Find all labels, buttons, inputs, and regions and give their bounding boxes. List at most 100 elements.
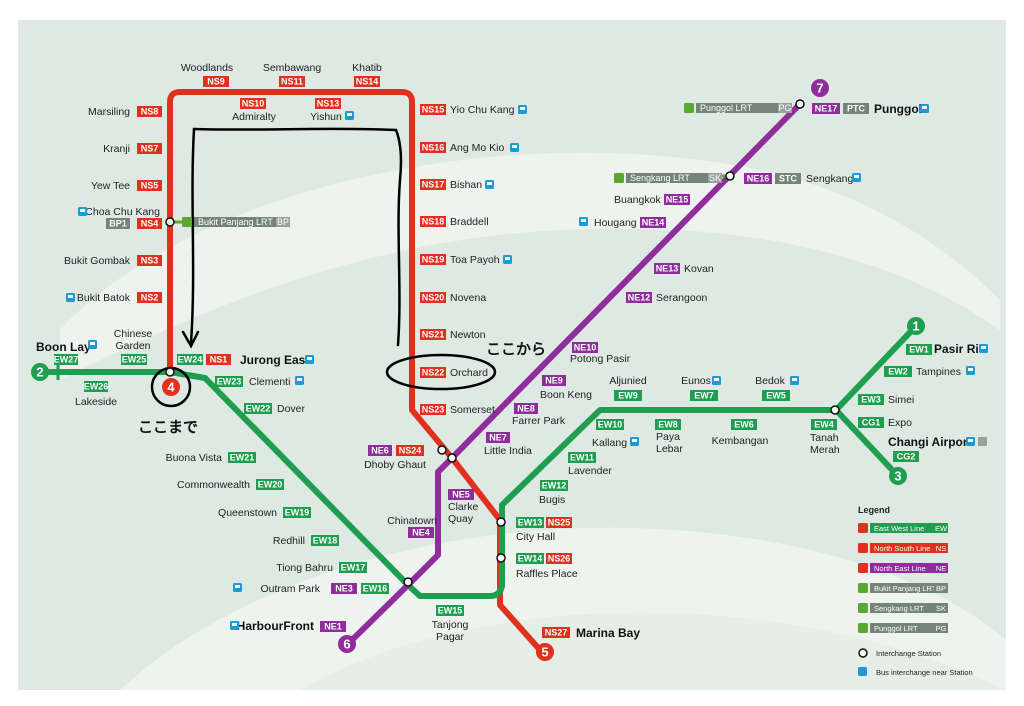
east-west-line-pasir-ris-branch <box>833 323 919 413</box>
station-code-box <box>655 419 681 430</box>
station-code-badge: NE3 <box>331 583 357 594</box>
station-code: EW18 <box>313 536 338 546</box>
station-code-box <box>596 419 624 430</box>
station-code: EW2 <box>888 367 908 377</box>
station-name-clementi: Clementi <box>249 376 290 388</box>
station-code-box <box>762 390 790 401</box>
legend-interchange-label: Interchange Station <box>876 649 941 658</box>
station-code: EW7 <box>694 391 714 401</box>
station-code: NS11 <box>281 77 303 87</box>
changi-airport-branch <box>833 407 899 477</box>
station-name-hougang: Hougang <box>594 217 637 229</box>
station-name-lavender: Lavender <box>568 465 612 477</box>
station-code: PTC <box>847 104 866 114</box>
station-code-badge: NS15 <box>420 104 446 115</box>
bus-interchange-icon <box>345 111 354 120</box>
station-code-box <box>206 354 231 365</box>
station-code-box <box>396 445 424 456</box>
terminal-badge: 4 <box>162 378 180 396</box>
station-code-box <box>420 292 446 303</box>
station-code-box <box>448 489 474 500</box>
station-code-box <box>256 479 284 490</box>
station-code: NS26 <box>548 554 571 564</box>
station-code-badge: EW11 <box>568 452 596 463</box>
station-code: EW5 <box>766 391 786 401</box>
station-code-badge: EW10 <box>596 419 624 430</box>
station-code-badge: NE16 <box>744 173 772 184</box>
interchange-station-marker <box>165 217 175 227</box>
terminal-badge: 7 <box>811 79 829 97</box>
station-name-marsiling: Marsiling <box>88 106 130 118</box>
station-code-badge: NS27 <box>542 627 570 638</box>
station-code: EW19 <box>285 508 310 518</box>
station-code-badge: EW12 <box>540 480 568 491</box>
station-code-box <box>654 263 680 274</box>
station-code-box <box>811 419 837 430</box>
station-code-badge: EW17 <box>339 562 367 573</box>
station-code-box <box>420 142 446 153</box>
station-name-yiochukang: Yio Chu Kang <box>450 104 515 116</box>
terminal-number: 7 <box>816 81 823 96</box>
bus-interchange-icon <box>790 376 799 385</box>
station-code-box <box>137 180 162 191</box>
terminal-number: 5 <box>541 645 548 660</box>
station-code-box <box>311 535 339 546</box>
station-code-box <box>354 76 380 87</box>
station-code-box <box>368 445 392 456</box>
station-code: NE12 <box>628 293 651 303</box>
station-code-badge: CG2 <box>893 451 919 462</box>
station-code-badge: EW26 <box>84 381 108 392</box>
station-code-box <box>420 254 446 265</box>
bus-interchange-icon <box>230 621 239 630</box>
station-code: NS20 <box>422 293 445 303</box>
terminal-number: 3 <box>894 469 901 484</box>
station-code: NS14 <box>356 77 379 87</box>
station-code-box <box>339 562 367 573</box>
station-code: NS23 <box>422 405 445 415</box>
station-code-box <box>516 553 544 564</box>
station-code-box <box>106 218 130 229</box>
lrt-name: Punggol LRT <box>700 103 753 113</box>
station-name-simei: Simei <box>888 394 914 406</box>
legend-bus-label: Bus interchange near Station <box>876 668 973 677</box>
station-name-kranji: Kranji <box>103 143 130 155</box>
bus-interchange-icon <box>852 173 861 182</box>
station-code: EW10 <box>598 420 623 430</box>
station-code-badge: NS3 <box>137 255 162 266</box>
legend-item-label: Bukit Panjang LRT <box>874 584 937 593</box>
station-name-changiairport: Changi Airport <box>888 435 972 449</box>
station-code: EW11 <box>570 453 594 463</box>
station-code: NE10 <box>574 343 597 353</box>
station-code-badge: EW19 <box>283 507 311 518</box>
station-code-badge: EW18 <box>311 535 339 546</box>
terminal-number: 2 <box>36 365 43 380</box>
station-code-box <box>744 173 772 184</box>
station-name-admiralty: Admiralty <box>232 111 277 123</box>
station-code-box <box>843 103 869 114</box>
station-code-box <box>320 621 346 632</box>
station-code-box <box>137 106 162 117</box>
station-code: NS17 <box>422 180 445 190</box>
station-name-tiongbahru: Tiong Bahru <box>276 562 333 574</box>
station-code-badge: NS13 <box>315 98 341 109</box>
station-code-badge: NS22 <box>420 367 446 378</box>
station-code: NS8 <box>141 107 159 117</box>
station-code-badge: NS18 <box>420 216 446 227</box>
station-code: EW25 <box>122 355 147 365</box>
station-code-badge: EW25 <box>121 354 147 365</box>
station-code-badge: EW15 <box>436 605 464 616</box>
station-name-redhill: Redhill <box>273 535 305 547</box>
station-code-box <box>420 179 446 190</box>
station-code-box <box>420 329 446 340</box>
station-code-badge: EW14 <box>516 553 544 564</box>
station-code-badge: EW22 <box>244 403 272 414</box>
station-code-badge: NE4 <box>408 527 434 538</box>
station-code-box <box>514 403 538 414</box>
station-name-outrampark: Outram Park <box>260 583 320 595</box>
station-code-badge: EW7 <box>690 390 718 401</box>
